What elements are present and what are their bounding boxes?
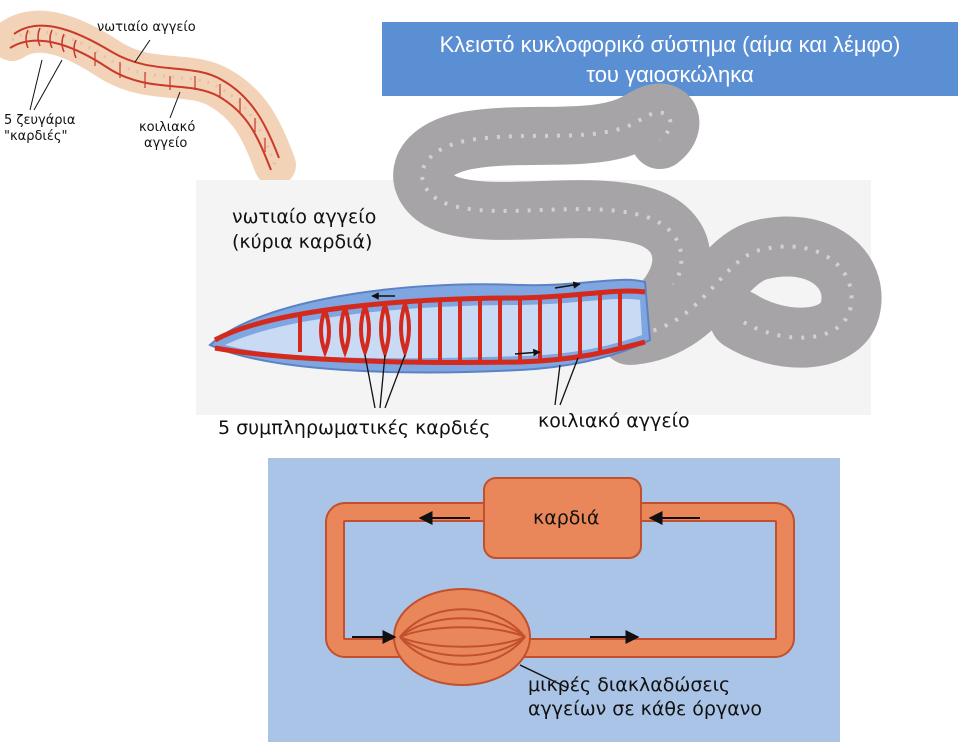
small-ventral-vessel	[9, 39, 272, 171]
worm-body-loop	[600, 216, 882, 368]
big-dorsal-vessel	[213, 288, 646, 343]
title-box: Κλειστό κυκλοφορικό σύστημα (αίμα και λέ…	[382, 22, 958, 96]
capillaries-label-1: μικρές διακλαδώσεις	[528, 674, 731, 696]
circuit-diagram	[268, 458, 840, 742]
ventral-vessel-label: κοιλιακό αγγείο	[538, 410, 690, 432]
pseudo-hearts-label: 5 συμπληρωματικές καρδιές	[218, 417, 491, 439]
small-hearts-label-1: 5 ζευγάρια	[4, 113, 76, 128]
small-ventral-label-1: κοιλιακό	[139, 120, 196, 135]
worm-rings-upper	[420, 110, 684, 322]
big-ring-vessels	[298, 290, 622, 361]
big-worm-figure	[196, 83, 882, 415]
capillary-branches	[399, 608, 526, 666]
heart-label: καρδιά	[533, 507, 600, 529]
title-line-2: του γαιοσκώληκα	[586, 62, 754, 87]
small-ventral-label-2: αγγείο	[144, 136, 188, 151]
dorsal-vessel-label-1: νωτιαίο αγγείο	[232, 206, 377, 228]
dorsal-vessel-label-2: (κύρια καρδιά)	[232, 231, 373, 253]
big-pseudo-hearts	[319, 303, 411, 360]
small-loops	[94, 52, 266, 152]
small-hearts-label-2: "καρδιές"	[4, 129, 68, 144]
small-hearts	[25, 27, 77, 59]
small-worm-figure	[0, 10, 296, 186]
heart-box	[483, 477, 642, 559]
small-dorsal-label: νωτιαίο αγγείο	[97, 20, 196, 35]
title-line-1: Κλειστό κυκλοφορικό σύστημα (αίμα και λέ…	[439, 32, 901, 57]
big-ventral-vessel	[214, 339, 646, 365]
capillaries-label-2: αγγείων σε κάθε όργανο	[528, 698, 762, 720]
small-worm-segments	[11, 30, 277, 166]
capillary-pointer	[519, 664, 569, 689]
small-dorsal-vessel	[13, 24, 280, 159]
capillary-bed	[393, 588, 531, 686]
